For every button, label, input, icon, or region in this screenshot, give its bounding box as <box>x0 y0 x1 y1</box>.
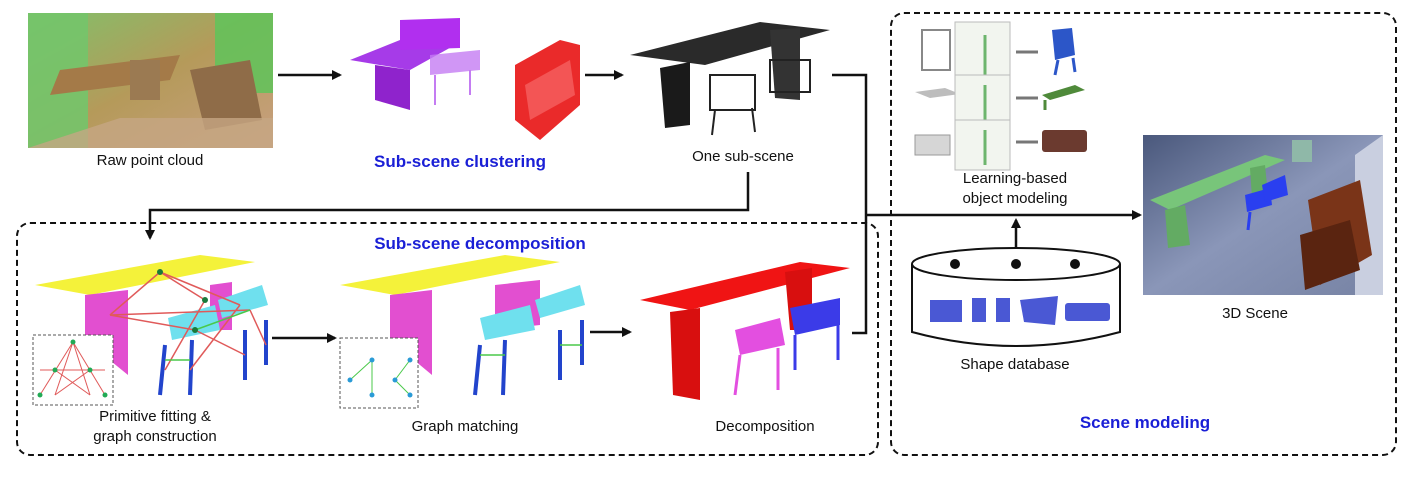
one-sub-scene-label: One sub-scene <box>692 148 794 165</box>
learning-row-table <box>915 74 1085 126</box>
connector-subscene-right <box>832 73 868 335</box>
learning-row-sofa <box>914 119 1087 171</box>
sub-scene-decomposition-box <box>16 222 879 456</box>
primitive-fitting-label-line2: graph construction <box>93 428 217 445</box>
learning-based-label-line1: Learning-based <box>962 170 1068 187</box>
primitive-fitting-label-line1: Primitive fitting & <box>99 408 211 425</box>
raw-point-cloud-image <box>28 13 273 148</box>
clustering-image <box>350 18 580 140</box>
decomposition-label: Decomposition <box>715 418 815 435</box>
one-sub-scene-image <box>630 22 830 136</box>
graph-matching-image <box>339 255 585 409</box>
learning-row-chair <box>921 21 1077 78</box>
learning-based-label-line2: object modeling <box>962 190 1068 207</box>
scene-modeling-box <box>890 12 1397 456</box>
3d-scene-image <box>1143 135 1383 295</box>
graph-matching-label: Graph matching <box>411 418 519 435</box>
sub-scene-clustering-label: Sub-scene clustering <box>374 152 546 171</box>
3d-scene-label: 3D Scene <box>1222 305 1288 322</box>
learning-based-modeling-image <box>914 21 1087 171</box>
scene-modeling-label: Scene modeling <box>1079 413 1211 432</box>
raw-point-cloud-label: Raw point cloud <box>96 152 204 169</box>
sub-scene-decomposition-label: Sub-scene decomposition <box>374 234 586 253</box>
primitive-fitting-image <box>32 255 268 406</box>
shape-database-cylinder <box>911 247 1121 347</box>
decomposition-image <box>640 262 850 400</box>
arrow-subscene-to-decomposition <box>145 172 750 240</box>
shape-database-label: Shape database <box>960 356 1070 373</box>
